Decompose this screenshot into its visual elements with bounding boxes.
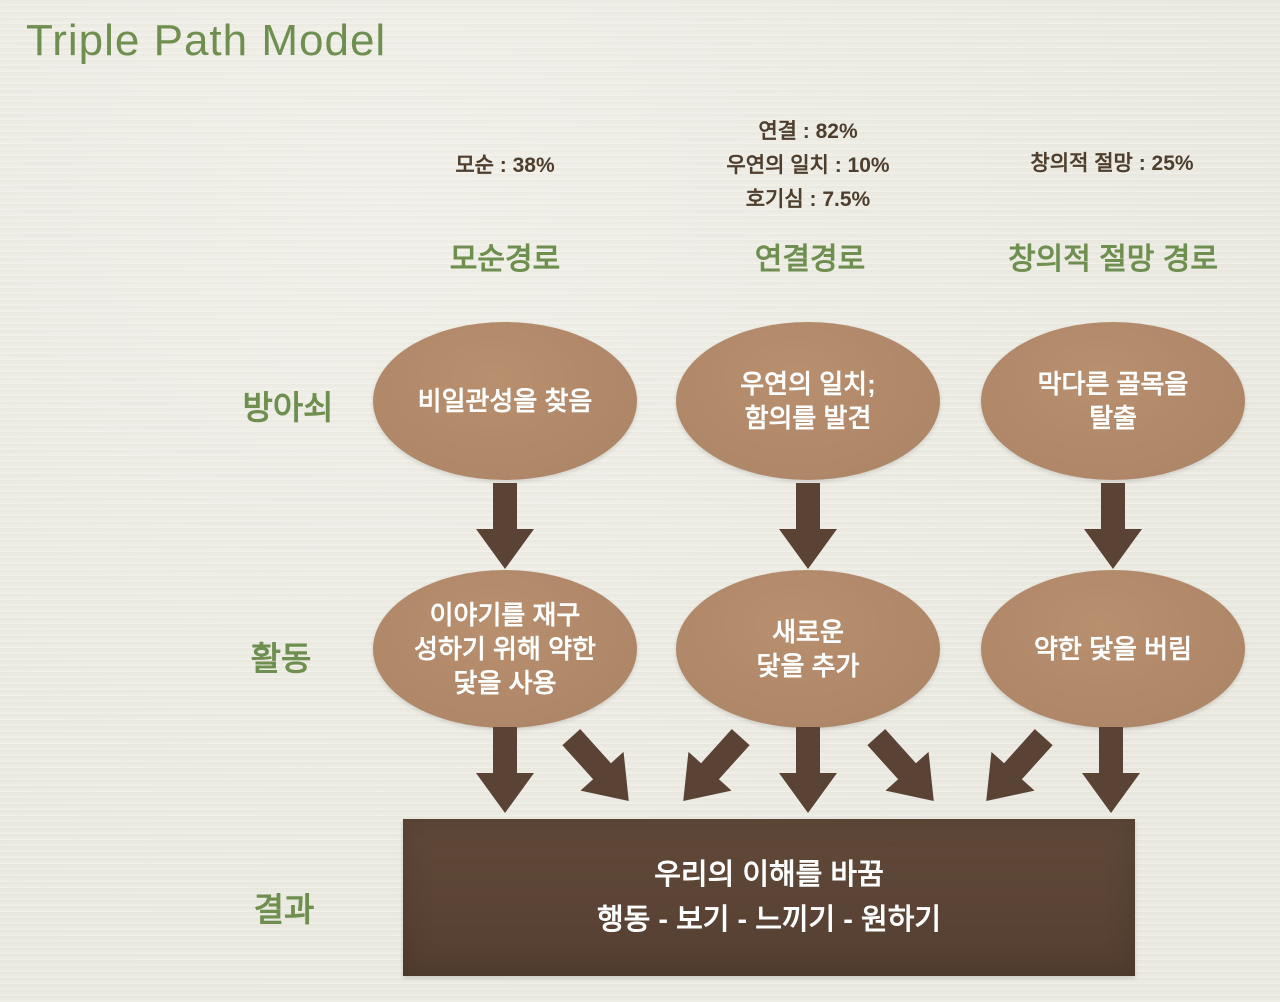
trigger-node-label: 막다른 골목을 탈출 xyxy=(1037,368,1189,433)
arrow-down-icon xyxy=(476,483,534,569)
row-label-activity: 활동 xyxy=(250,640,312,677)
arrow-down-icon xyxy=(1084,483,1142,569)
arrow-down-right-icon xyxy=(855,718,956,821)
arrow-down-left-icon xyxy=(965,718,1066,821)
trigger-node-label: 우연의 일치; 함의를 발견 xyxy=(740,368,876,433)
arrow-down-left-icon xyxy=(662,718,763,821)
result-line-1: 우리의 이해를 바꿈 xyxy=(654,858,884,891)
page-title: Triple Path Model xyxy=(26,16,387,65)
trigger-node-label: 비일관성을 찾음 xyxy=(417,385,593,416)
column-header-creative-despair-path: 창의적 절망 경로 xyxy=(1008,243,1218,276)
trigger-node-contradiction: 비일관성을 찾음 xyxy=(373,322,637,480)
trigger-node-creative-despair: 막다른 골목을 탈출 xyxy=(981,322,1245,480)
activity-node-contradiction: 이야기를 재구 성하기 위해 약한 닻을 사용 xyxy=(373,570,637,728)
activity-node-label: 약한 닻을 버림 xyxy=(1034,633,1192,664)
column-header-contradiction-path: 모순경로 xyxy=(449,243,561,276)
arrow-down-icon xyxy=(779,727,837,813)
arrow-down-icon xyxy=(1082,727,1140,813)
activity-node-label: 새로운 닻을 추가 xyxy=(756,616,860,681)
trigger-node-connection: 우연의 일치; 함의를 발견 xyxy=(676,322,940,480)
row-label-trigger: 방아쇠 xyxy=(242,389,334,426)
arrow-down-icon xyxy=(779,483,837,569)
arrow-down-right-icon xyxy=(550,718,651,821)
activity-node-label: 이야기를 재구 성하기 위해 약한 닻을 사용 xyxy=(414,599,596,699)
stats-connection: 연결 : 82% 우연의 일치 : 10% 호기심 : 7.5% xyxy=(726,120,890,212)
stats-contradiction: 모순 : 38% xyxy=(455,154,555,177)
arrow-down-icon xyxy=(476,727,534,813)
column-header-connection-path: 연결경로 xyxy=(754,243,866,276)
result-line-2: 행동 - 보기 - 느끼기 - 원하기 xyxy=(596,903,942,936)
row-label-result: 결과 xyxy=(253,891,315,928)
activity-node-connection: 새로운 닻을 추가 xyxy=(676,570,940,728)
result-box: 우리의 이해를 바꿈 행동 - 보기 - 느끼기 - 원하기 xyxy=(403,819,1135,976)
stats-creative-despair: 창의적 절망 : 25% xyxy=(1030,152,1194,175)
activity-node-creative-despair: 약한 닻을 버림 xyxy=(981,570,1245,728)
